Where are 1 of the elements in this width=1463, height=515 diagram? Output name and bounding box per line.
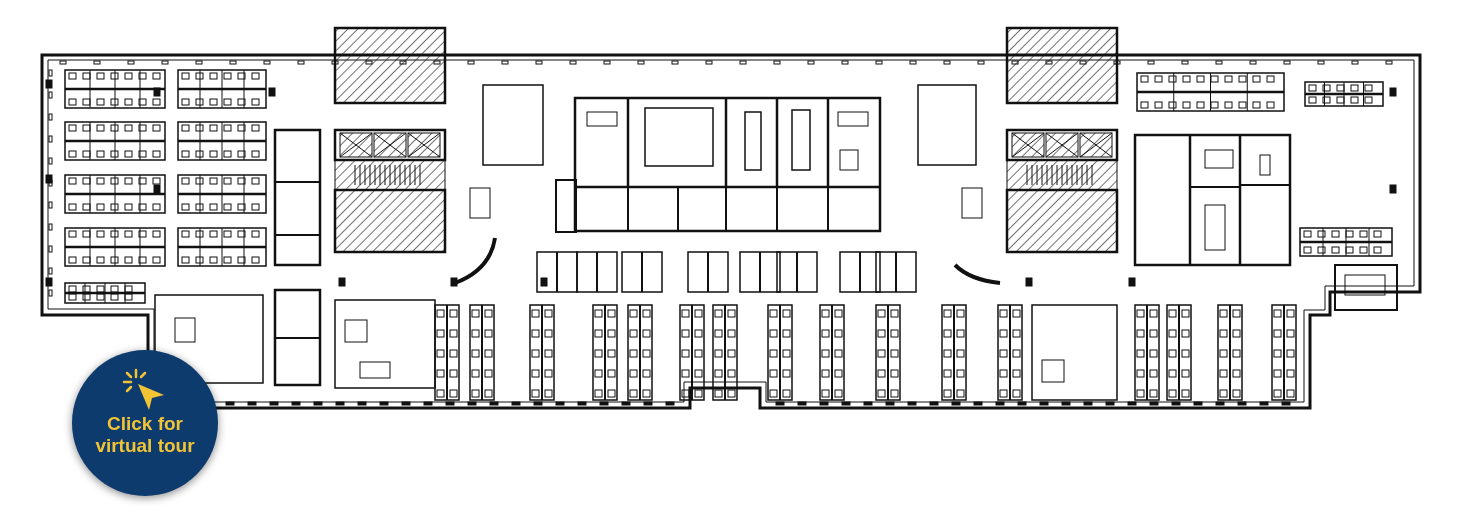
virtual-tour-button: Click for virtual tour (72, 350, 218, 496)
